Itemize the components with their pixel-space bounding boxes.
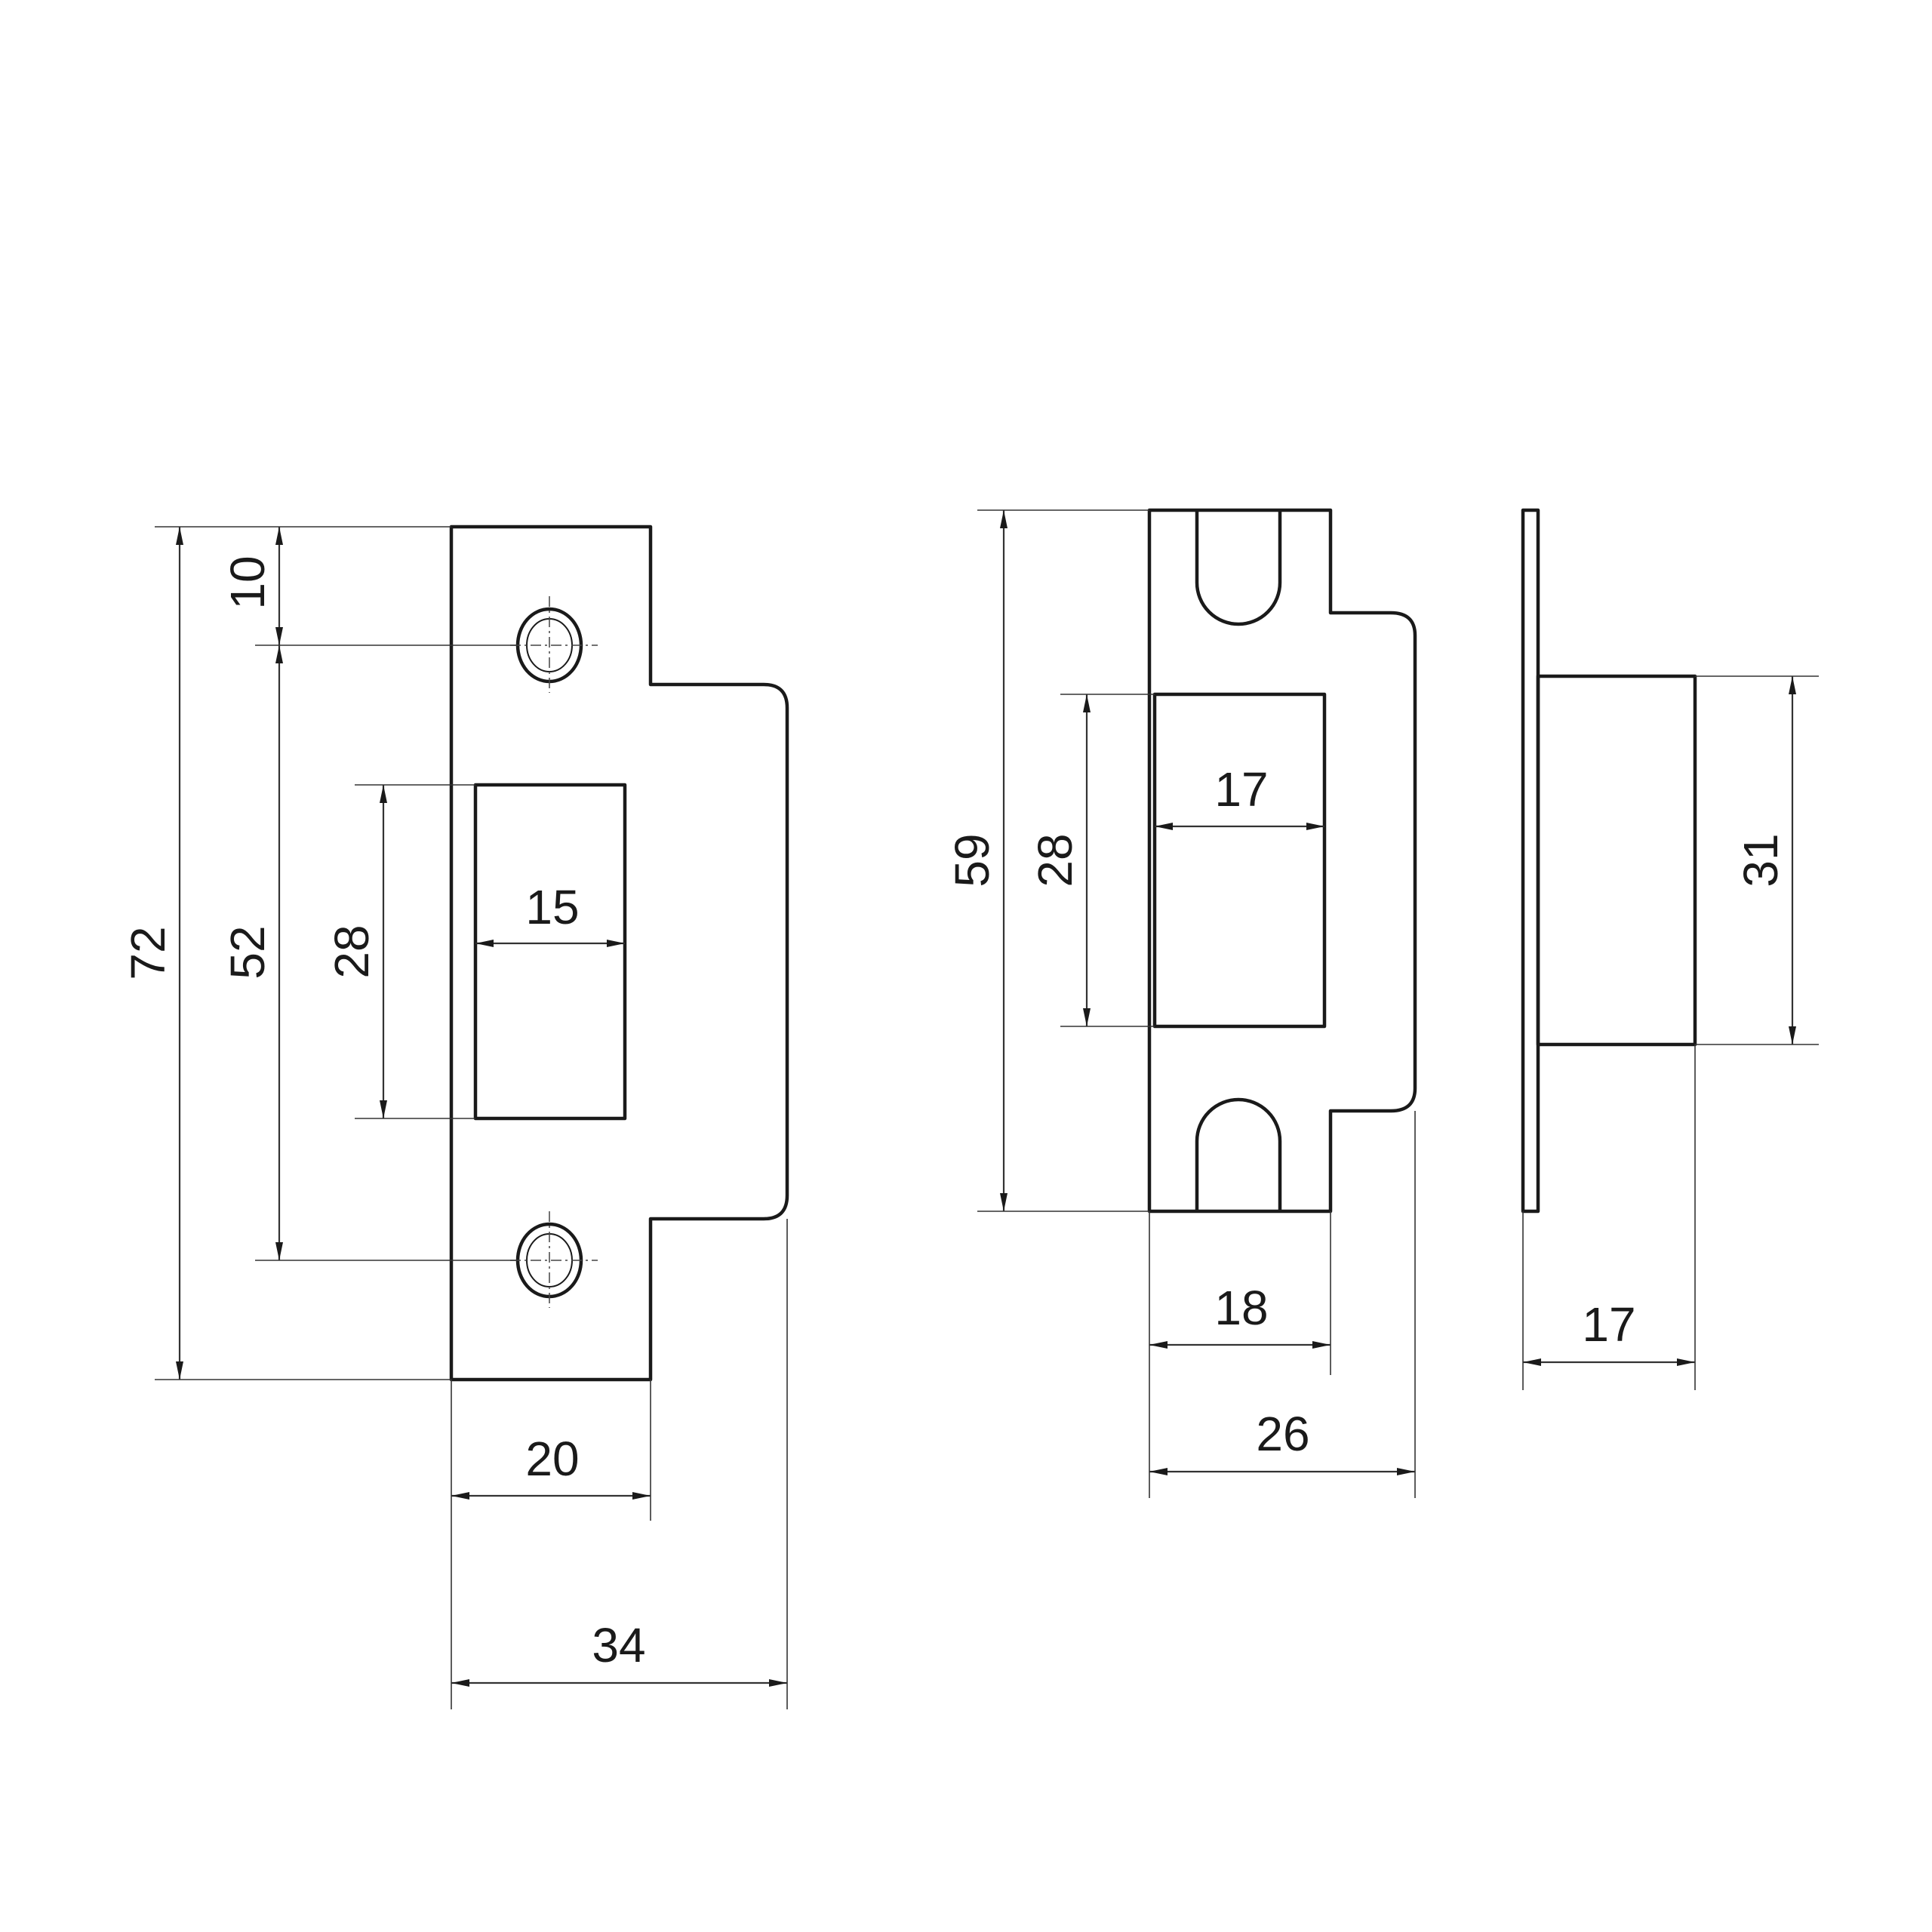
left-plate-extension-lines	[155, 526, 788, 1709]
label-box-height-31: 31	[1734, 833, 1788, 887]
label-overall-width-26: 26	[1256, 1407, 1309, 1461]
middle-plate-latch-slot	[1152, 692, 1327, 1029]
label-total-height-72: 72	[121, 926, 175, 980]
left-plate-bottom-screw-hole	[510, 1211, 598, 1308]
side-view-extension-lines	[1522, 675, 1819, 1390]
label-slot-height-28-left: 28	[325, 924, 379, 978]
middle-plate-bottom-notch	[1195, 1097, 1282, 1211]
label-plate-width-18: 18	[1214, 1281, 1268, 1335]
left-plate-outline	[449, 525, 789, 1382]
label-overall-width-34: 34	[592, 1618, 645, 1672]
label-slot-height-28-middle: 28	[1028, 833, 1082, 887]
label-plate-width-20: 20	[525, 1432, 579, 1486]
middle-plate-top-notch	[1195, 510, 1282, 626]
middle-plate-outline	[1147, 508, 1417, 1214]
left-strike-plate: 72 10 52 28 15 20 34	[121, 525, 789, 1709]
label-hole-spacing-52: 52	[220, 925, 275, 979]
label-top-to-hole-10: 10	[220, 555, 275, 609]
middle-plate-extension-lines	[977, 509, 1416, 1498]
side-view-plate	[1521, 508, 1540, 1214]
label-slot-width-15: 15	[525, 880, 579, 934]
middle-strike-plate: 59 28 17 18 26	[945, 508, 1417, 1498]
side-view-box	[1536, 674, 1697, 1047]
label-total-height-59: 59	[945, 833, 999, 887]
left-plate-top-screw-hole	[510, 596, 598, 693]
label-slot-width-17: 17	[1214, 762, 1268, 817]
side-view: 31 17	[1521, 508, 1819, 1390]
left-plate-latch-slot	[473, 783, 627, 1121]
label-box-depth-17: 17	[1582, 1297, 1635, 1352]
